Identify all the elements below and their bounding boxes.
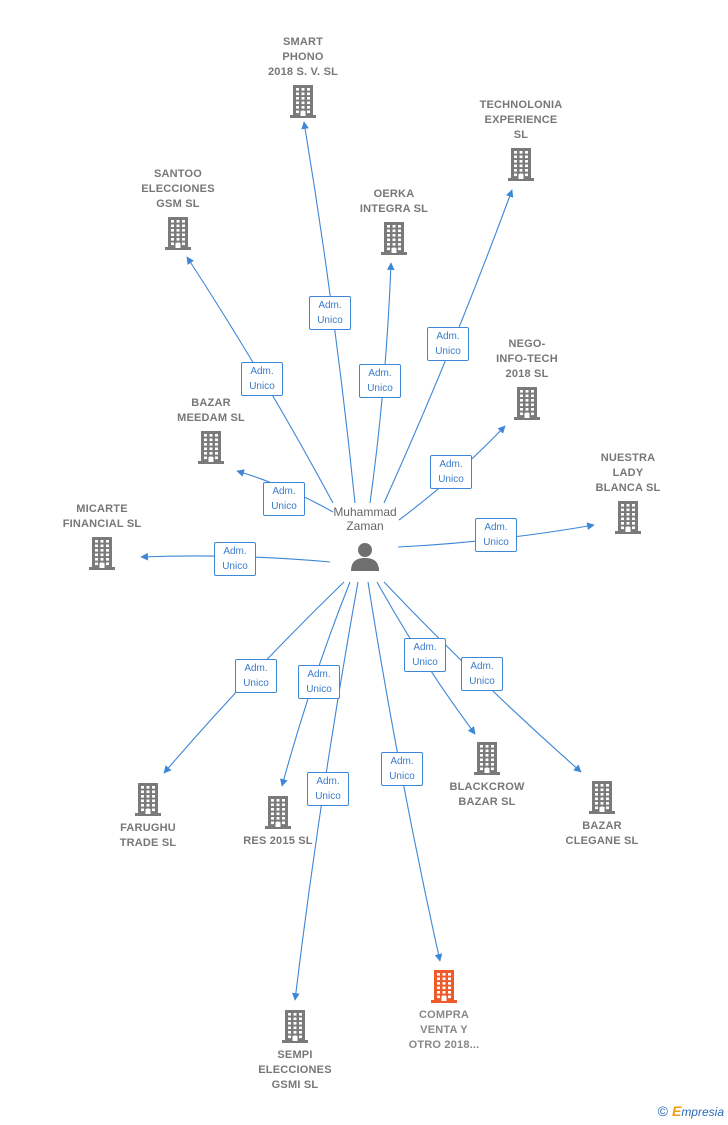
company-name: TECHNOLONIA EXPERIENCE SL: [479, 99, 563, 141]
empresia-logo[interactable]: Empresia: [671, 1103, 724, 1119]
company-node-nuestra-lady[interactable]: NUESTRA LADY BLANCA SL: [568, 451, 688, 535]
company-name: BAZAR CLEGANE SL: [565, 820, 639, 847]
building-icon: [196, 429, 226, 465]
company-node-technolonia[interactable]: TECHNOLONIA EXPERIENCE SL: [461, 98, 581, 182]
copyright-symbol: ©: [657, 1103, 668, 1119]
building-icon: [280, 1008, 310, 1044]
relation-badge-technolonia[interactable]: Adm. Unico: [427, 327, 469, 361]
building-icon: [133, 781, 163, 817]
company-name: NEGO- INFO-TECH 2018 SL: [496, 338, 558, 380]
company-name: BAZAR MEEDAM SL: [177, 397, 245, 424]
relation-badge-oerka[interactable]: Adm. Unico: [359, 364, 401, 398]
person-node[interactable]: Muhammad Zaman: [329, 505, 401, 573]
company-name: MICARTE FINANCIAL SL: [62, 503, 142, 530]
company-node-oerka[interactable]: OERKA INTEGRA SL: [334, 187, 454, 256]
relation-badge-nego-info[interactable]: Adm. Unico: [430, 455, 472, 489]
company-name: SEMPI ELECCIONES GSMI SL: [258, 1049, 332, 1091]
company-node-santoo[interactable]: SANTOO ELECCIONES GSM SL: [118, 167, 238, 251]
company-node-nego-info[interactable]: NEGO- INFO-TECH 2018 SL: [467, 337, 587, 421]
relation-badge-bazar-clegane[interactable]: Adm. Unico: [461, 657, 503, 691]
relation-badge-compra-venta[interactable]: Adm. Unico: [381, 752, 423, 786]
company-name: RES 2015 SL: [243, 835, 313, 847]
person-name: Muhammad Zaman: [333, 505, 397, 533]
building-icon: [288, 83, 318, 119]
relation-badge-nuestra-lady[interactable]: Adm. Unico: [475, 518, 517, 552]
company-node-res-2015[interactable]: RES 2015 SL: [218, 794, 338, 849]
building-icon: [263, 794, 293, 830]
building-icon: [379, 220, 409, 256]
building-icon: [587, 779, 617, 815]
relation-badge-micarte[interactable]: Adm. Unico: [214, 542, 256, 576]
building-icon: [512, 385, 542, 421]
building-icon: [429, 968, 459, 1004]
building-icon: [506, 146, 536, 182]
company-node-bazar-clegane[interactable]: BAZAR CLEGANE SL: [542, 779, 662, 849]
company-name: SMART PHONO 2018 S. V. SL: [267, 36, 339, 78]
company-name: FARUGHU TRADE SL: [119, 822, 177, 849]
relation-badge-santoo[interactable]: Adm. Unico: [241, 362, 283, 396]
company-name: SANTOO ELECCIONES GSM SL: [141, 168, 215, 210]
building-icon: [613, 499, 643, 535]
company-name: COMPRA VENTA Y OTRO 2018...: [408, 1009, 480, 1051]
relation-badge-blackcrow[interactable]: Adm. Unico: [404, 638, 446, 672]
company-node-micarte[interactable]: MICARTE FINANCIAL SL: [42, 502, 162, 571]
company-name: BLACKCROW BAZAR SL: [449, 781, 525, 808]
company-node-compra-venta[interactable]: COMPRA VENTA Y OTRO 2018...: [384, 968, 504, 1053]
company-node-blackcrow[interactable]: BLACKCROW BAZAR SL: [427, 740, 547, 810]
building-icon: [87, 535, 117, 571]
relation-badge-sempi[interactable]: Adm. Unico: [307, 772, 349, 806]
company-node-sempi[interactable]: SEMPI ELECCIONES GSMI SL: [235, 1008, 355, 1093]
building-icon: [472, 740, 502, 776]
company-name: NUESTRA LADY BLANCA SL: [595, 452, 661, 494]
company-node-farughu[interactable]: FARUGHU TRADE SL: [88, 781, 208, 851]
relation-badge-bazar-meedam[interactable]: Adm. Unico: [263, 482, 305, 516]
company-node-smart-phono[interactable]: SMART PHONO 2018 S. V. SL: [243, 35, 363, 119]
relation-badge-res-2015[interactable]: Adm. Unico: [298, 665, 340, 699]
footer-brand: © Empresia: [658, 1103, 724, 1119]
company-name: OERKA INTEGRA SL: [359, 188, 429, 215]
building-icon: [163, 215, 193, 251]
relation-badge-smart-phono[interactable]: Adm. Unico: [309, 296, 351, 330]
relation-badge-farughu[interactable]: Adm. Unico: [235, 659, 277, 693]
person-icon: [351, 543, 379, 571]
company-node-bazar-meedam[interactable]: BAZAR MEEDAM SL: [151, 396, 271, 465]
